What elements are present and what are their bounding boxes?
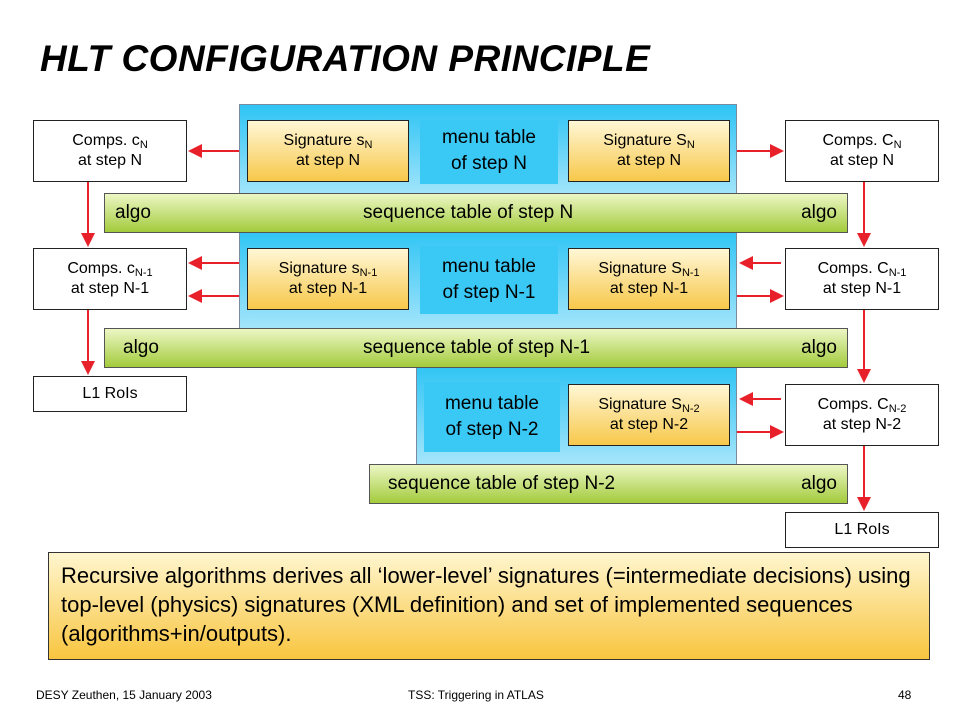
menu-table-step-n: menu table of step N [420, 120, 558, 184]
signature-step: at step N [616, 152, 682, 169]
menu-table-step-n1: menu table of step N-1 [420, 246, 558, 314]
signature-s-step-n1: Signature sN-1 at step N-1 [247, 248, 409, 310]
comps-label: Comps. CN-1 [817, 260, 907, 279]
signature-S-step-n2: Signature SN-2 at step N-2 [568, 384, 730, 446]
menu-table-step-n2: menu table of step N-2 [424, 382, 560, 452]
sequence-table-step-n2: sequence table of step N-2 algo [369, 464, 848, 504]
slide-title: HLT CONFIGURATION PRINCIPLE [40, 38, 651, 79]
comps-C-step-n1: Comps. CN-1 at step N-1 [785, 248, 939, 310]
menu-table-step: of step N [450, 153, 528, 174]
signature-label: Signature SN [603, 132, 695, 151]
comps-label: Comps. cN-1 [67, 260, 153, 279]
signature-label: Signature SN-1 [598, 260, 700, 279]
sequence-algo-left: algo [115, 202, 151, 223]
l1-rois-left: L1 RoIs [33, 376, 187, 412]
comps-step: at step N-2 [822, 416, 902, 433]
sequence-table-step-n: algo sequence table of step N algo [104, 193, 848, 233]
menu-table-label: menu table [441, 127, 536, 148]
comps-c-step-n1: Comps. cN-1 at step N-1 [33, 248, 187, 310]
signature-step: at step N-1 [288, 280, 368, 297]
comps-step: at step N-1 [822, 280, 902, 297]
page-number: 48 [898, 688, 912, 702]
sequence-algo-left: algo [123, 337, 159, 358]
signature-s-step-n: Signature sN at step N [247, 120, 409, 182]
comps-c-step-n: Comps. cN at step N [33, 120, 187, 182]
menu-table-label: menu table [444, 393, 539, 414]
sequence-table-label: sequence table of step N [363, 202, 574, 223]
sequence-algo-right: algo [801, 202, 837, 223]
footer-left: DESY Zeuthen, 15 January 2003 [36, 688, 212, 702]
signature-label: Signature sN [283, 132, 373, 151]
menu-table-step: of step N-1 [442, 282, 536, 303]
signature-step: at step N-2 [609, 416, 689, 433]
menu-table-step: of step N-2 [445, 419, 539, 440]
comps-C-step-n2: Comps. CN-2 at step N-2 [785, 384, 939, 446]
signature-step: at step N-1 [609, 280, 689, 297]
signature-S-step-n: Signature SN at step N [568, 120, 730, 182]
comps-step: at step N-1 [70, 280, 150, 297]
explanation-callout: Recursive algorithms derives all ‘lower-… [48, 552, 930, 660]
sequence-algo-right: algo [801, 337, 837, 358]
comps-label: Comps. CN [822, 132, 902, 151]
signature-label: Signature sN-1 [278, 260, 378, 279]
comps-step: at step N [829, 152, 895, 169]
comps-C-step-n: Comps. CN at step N [785, 120, 939, 182]
signature-S-step-n1: Signature SN-1 at step N-1 [568, 248, 730, 310]
sequence-table-step-n1: algo sequence table of step N-1 algo [104, 328, 848, 368]
comps-step: at step N [77, 152, 143, 169]
comps-label: Comps. CN-2 [817, 396, 907, 415]
signature-step: at step N [295, 152, 361, 169]
sequence-algo-right: algo [801, 473, 837, 494]
signature-label: Signature SN-2 [598, 396, 700, 415]
menu-table-label: menu table [441, 256, 536, 277]
sequence-table-label: sequence table of step N-1 [363, 337, 591, 358]
footer-center: TSS: Triggering in ATLAS [408, 688, 544, 702]
sequence-table-label: sequence table of step N-2 [388, 473, 616, 494]
l1-rois-right: L1 RoIs [785, 512, 939, 548]
comps-label: Comps. cN [72, 132, 148, 151]
